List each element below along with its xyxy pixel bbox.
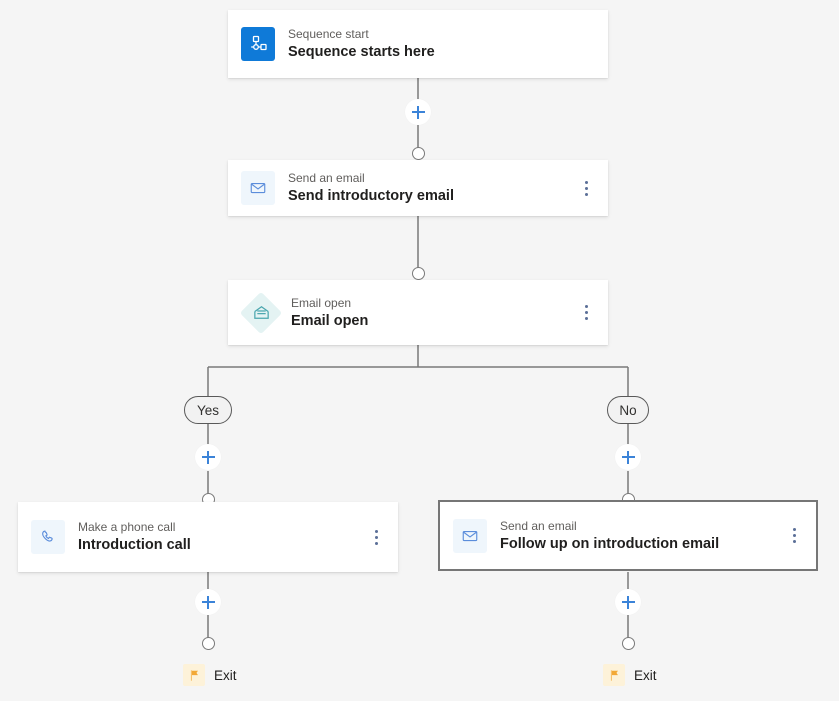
step-card-follow-up-on-introduction-email[interactable]: Send an email Follow up on introduction … (438, 500, 818, 571)
phone-icon (31, 520, 65, 554)
connector-anchor-send-introductory-email[interactable] (411, 147, 425, 160)
step-title: Follow up on introduction email (500, 535, 720, 552)
card-text: Send an email Send introductory email (288, 170, 578, 206)
connector-anchor-email-open[interactable] (411, 267, 425, 280)
email-open-icon (239, 291, 283, 334)
branch-pill-yes[interactable]: Yes (184, 396, 232, 424)
exit-node-no[interactable]: Exit (603, 664, 657, 686)
connector-anchor-exit-no[interactable] (621, 637, 635, 650)
card-text: Sequence start Sequence starts here (288, 26, 594, 62)
add-step-no-branch-button[interactable] (615, 444, 641, 470)
step-subtitle: Send an email (288, 171, 365, 185)
add-step-after-call-button[interactable] (195, 589, 221, 615)
step-title: Sequence starts here (288, 44, 435, 60)
step-subtitle: Make a phone call (78, 520, 176, 534)
more-vertical-icon[interactable] (786, 523, 802, 549)
branch-pill-no-label: No (619, 402, 637, 418)
more-vertical-icon[interactable] (368, 524, 384, 550)
branch-pill-no[interactable]: No (607, 396, 649, 424)
step-title: Introduction call (78, 537, 191, 553)
step-card-send-introductory-email[interactable]: Send an email Send introductory email (228, 160, 608, 216)
email-icon (241, 171, 275, 205)
card-text: Make a phone call Introduction call (78, 519, 368, 555)
flag-icon (603, 664, 625, 686)
more-vertical-icon[interactable] (578, 300, 594, 326)
card-text: Email open Email open (291, 295, 578, 331)
step-title: Send introductory email (288, 188, 454, 204)
step-title: Email open (291, 312, 369, 329)
step-card-introduction-call[interactable]: Make a phone call Introduction call (18, 502, 398, 572)
step-card-email-open[interactable]: Email open Email open (228, 280, 608, 345)
email-icon (453, 518, 487, 553)
step-subtitle: Email open (291, 295, 352, 310)
more-vertical-icon[interactable] (578, 175, 594, 201)
connector-anchor-exit-yes[interactable] (201, 637, 215, 650)
card-text: Send an email Follow up on introduction … (500, 518, 786, 554)
sequence-start-icon (241, 27, 275, 61)
exit-node-yes[interactable]: Exit (183, 664, 237, 686)
exit-label: Exit (214, 667, 237, 683)
step-subtitle: Sequence start (288, 27, 369, 41)
exit-label: Exit (634, 667, 657, 683)
add-step-after-followup-button[interactable] (615, 589, 641, 615)
step-card-sequence-start[interactable]: Sequence start Sequence starts here (228, 10, 608, 78)
flag-icon (183, 664, 205, 686)
add-step-after-start-button[interactable] (405, 99, 431, 125)
step-subtitle: Send an email (500, 518, 577, 533)
branch-pill-yes-label: Yes (196, 402, 220, 418)
add-step-yes-branch-button[interactable] (195, 444, 221, 470)
